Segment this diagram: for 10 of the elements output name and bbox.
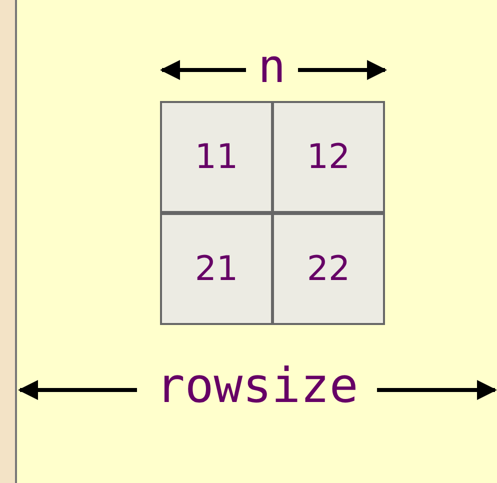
cell-index: 21 (194, 249, 238, 289)
dimension-label: rowsize (156, 362, 358, 410)
matrix-cell (272, 213, 385, 325)
matrix-cell (272, 101, 385, 213)
cell-index: 22 (306, 249, 350, 289)
matrix-cell (160, 213, 273, 325)
dimension-label: n (258, 43, 286, 89)
cell-index: 12 (306, 137, 350, 177)
matrix-cell (160, 101, 273, 213)
cell-index: 11 (194, 137, 238, 177)
